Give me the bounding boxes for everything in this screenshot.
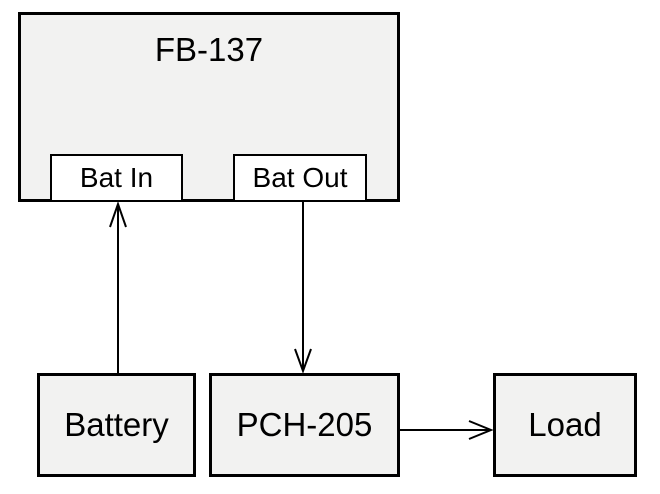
node-battery: Battery	[37, 373, 196, 477]
node-fb137-label: FB-137	[154, 31, 264, 68]
arrow-battery-to-bat-in	[109, 200, 127, 373]
node-pch205: PCH-205	[209, 373, 400, 477]
arrow-bat-out-to-pch205	[294, 202, 312, 374]
node-pch205-label: PCH-205	[236, 406, 373, 443]
port-bat-out: Bat Out	[233, 154, 367, 202]
port-bat-in: Bat In	[50, 154, 183, 202]
node-load-label: Load	[528, 406, 602, 443]
node-battery-label: Battery	[64, 406, 169, 443]
port-bat-out-label: Bat Out	[252, 162, 348, 193]
node-load: Load	[493, 373, 637, 477]
port-bat-in-label: Bat In	[79, 162, 154, 193]
arrow-pch205-to-load	[400, 420, 494, 440]
